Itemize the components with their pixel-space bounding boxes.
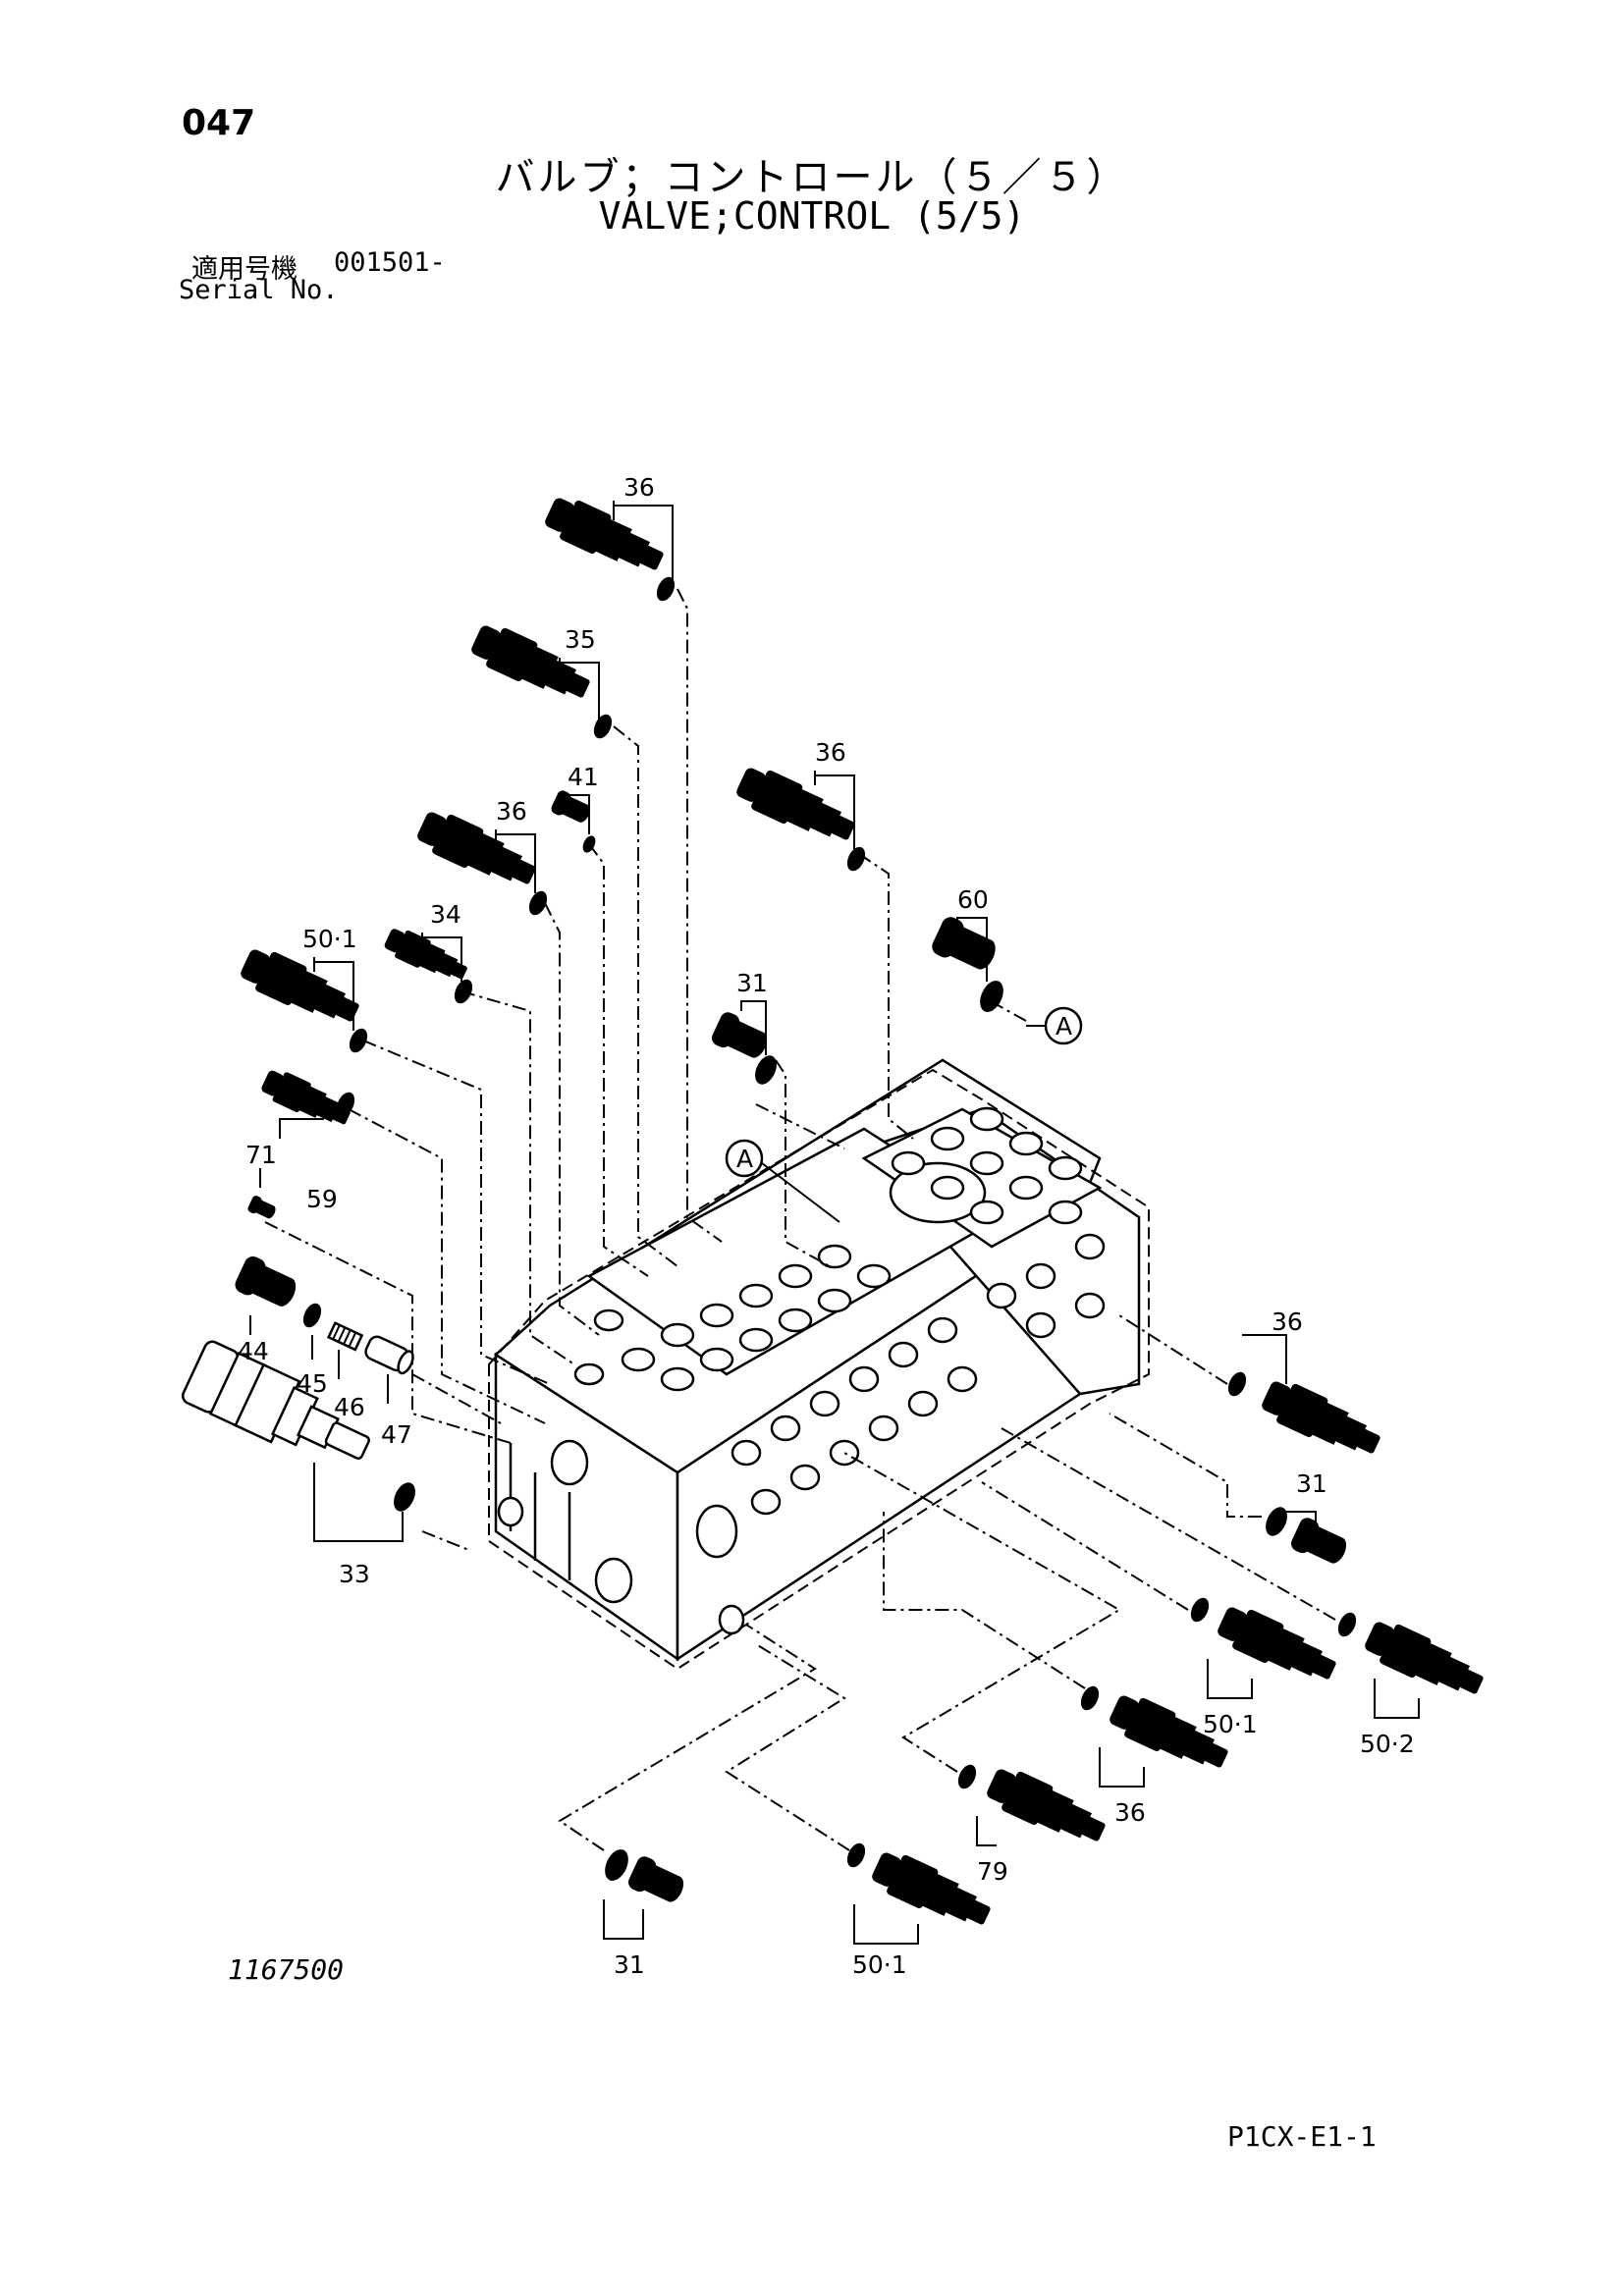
callout-71: 71 [245,1141,277,1169]
reference-a-right: A [1056,1012,1072,1041]
plug-44 [232,1254,302,1314]
relief-valve-79 [982,1762,1111,1853]
callout-36-right: 36 [1272,1308,1303,1336]
o-ring-34 [451,976,476,1007]
callout-50-1-bottom: 50·1 [852,1950,907,1979]
page-number: 047 [182,103,256,143]
o-ring-35 [590,711,616,742]
callout-44: 44 [238,1337,269,1365]
page-code: P1CX-E1-1 [1227,2120,1377,2153]
callout-33: 33 [339,1560,370,1588]
relief-valve-36-upper-right [731,761,861,852]
callout-45: 45 [297,1369,328,1398]
o-ring-31-right [1261,1503,1292,1540]
callout-60: 60 [957,885,989,914]
plug-31-right [1288,1515,1352,1571]
relief-valve-50-1-left [236,942,365,1034]
callout-36-bottom: 36 [1114,1798,1146,1827]
relief-valve-36-top [540,491,670,582]
relief-valve-50-1-right [1213,1600,1342,1691]
callout-50-1-right: 50·1 [1203,1710,1258,1738]
callout-47: 47 [381,1420,412,1449]
callout-59: 59 [306,1185,338,1213]
callout-35: 35 [565,625,596,654]
o-ring-36-right [1224,1368,1250,1400]
page-title-english: VALVE;CONTROL (5/5) [598,194,1026,238]
plug-31-bottom [625,1853,689,1909]
o-ring-33 [389,1478,420,1516]
o-ring-36-left [525,887,551,919]
valve-body-outline-dashed [488,1068,1150,1671]
serial-label-japanese: 適用号機 [191,254,298,285]
relief-valve-50-2 [1360,1615,1489,1706]
callout-41: 41 [568,763,599,791]
reference-a-left-leader [761,1162,840,1223]
callout-31-top: 31 [736,969,768,997]
control-valve-body [493,1058,1141,1662]
poppet-47 [364,1335,414,1375]
reference-circle-a-left [725,1139,764,1178]
o-ring-36-bottom [1077,1682,1103,1714]
plug-60 [929,914,1002,978]
o-ring-60 [975,977,1008,1016]
callout-34: 34 [430,900,461,929]
o-ring-50-1-left [346,1025,371,1056]
o-ring-50-2 [1334,1609,1360,1640]
valve-34 [381,924,472,988]
o-ring-45 [299,1300,325,1331]
callout-50-1-left: 50·1 [302,925,357,953]
o-ring-50-1-right [1187,1594,1213,1626]
callout-31-bottom: 31 [614,1950,645,1979]
valve-body-ports [497,1106,1106,1635]
callout-50-2: 50·2 [1360,1730,1415,1758]
callout-brackets [249,501,1420,1945]
callout-31-right: 31 [1296,1469,1327,1498]
o-ring-36-top [653,573,678,605]
spring-46 [326,1321,364,1352]
plug-31-top [709,1009,773,1065]
callout-36-top: 36 [623,473,655,502]
main-relief-valve-33 [182,1340,371,1460]
callout-36-upper-right: 36 [815,738,846,767]
o-ring-50-1-bottom [843,1840,869,1871]
bolt-71 [246,1194,279,1222]
relief-valve-36-right [1257,1374,1386,1466]
document-code: 1167500 [228,1953,345,1986]
callout-79: 79 [977,1857,1008,1886]
callout-46: 46 [334,1393,365,1421]
serial-number-value: 001501- [334,247,446,278]
page-title-japanese: バルブ；コントロール（５／５） [495,155,1129,200]
callout-36-left: 36 [496,797,527,826]
reference-a-left: A [736,1145,753,1173]
o-ring-31-bottom [600,1845,633,1885]
serial-label-english: Serial No. [179,275,339,305]
o-ring-79 [954,1761,980,1792]
